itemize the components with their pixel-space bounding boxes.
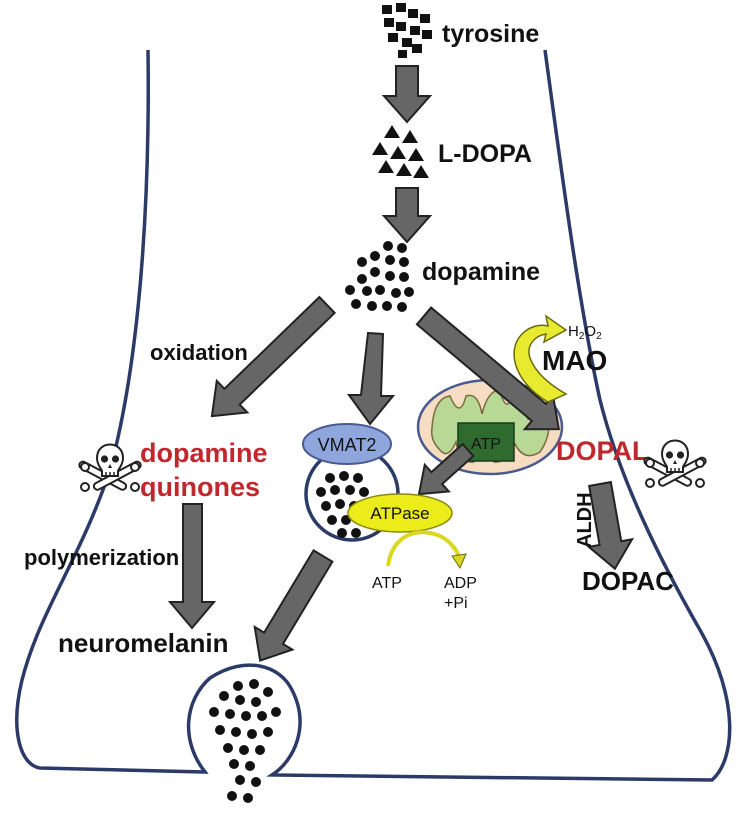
arrow-dopamine-to-quinones	[210, 295, 337, 418]
arrow-dopamine-to-dopal	[415, 306, 561, 431]
dopal-skull-icon	[642, 439, 708, 488]
pi-label: +Pi	[444, 595, 468, 612]
arrow-vesicle-to-synapse	[253, 548, 334, 662]
quinones-label-line2: quinones	[140, 472, 260, 502]
mito-atp-label: ATP	[471, 436, 501, 453]
arrow-atp-to-atpase	[417, 442, 475, 496]
arrow-quinones-to-neuromelanin	[167, 503, 217, 630]
arrow-tyrosine-to-ldopa	[381, 65, 433, 124]
quinones-skull-icon	[77, 443, 143, 492]
oxidation-label: oxidation	[150, 340, 248, 365]
ldopa-label: L-DOPA	[438, 140, 532, 168]
arrow-dopamine-to-vmat2	[347, 331, 396, 426]
released-dopamine-molecules	[209, 679, 281, 803]
dopac-label: DOPAC	[582, 566, 674, 596]
atp-hydrolysis-arrow	[386, 530, 462, 567]
arrow-ldopa-to-dopamine	[381, 187, 433, 244]
aldh-label: ALDH	[574, 492, 596, 548]
vmat2-label: VMAT2	[318, 435, 377, 455]
neuromelanin-label: neuromelanin	[58, 628, 228, 658]
atpase-pump	[347, 493, 453, 533]
adp-label: ADP	[444, 575, 477, 592]
atpase-label: ATPase	[370, 504, 429, 523]
tyrosine-molecules	[382, 3, 432, 58]
quinones-label-line1: dopamine	[140, 438, 268, 468]
vmat2-transporter	[302, 423, 392, 465]
dopamine-molecules	[345, 241, 414, 312]
ldopa-molecules	[372, 125, 429, 178]
atp-hydrolysis-arrowhead	[451, 553, 467, 570]
mao-label: MAO	[542, 345, 607, 376]
atp-label: ATP	[372, 575, 402, 592]
dopal-label: DOPAL	[556, 436, 649, 466]
polymerization-label: polymerization	[24, 545, 179, 570]
dopamine-label: dopamine	[422, 258, 540, 286]
tyrosine-label: tyrosine	[442, 20, 539, 48]
mao-curved-arrow	[513, 314, 568, 403]
arrow-dopal-to-dopac	[586, 480, 635, 571]
h2o2-label: H2O2	[568, 323, 602, 342]
